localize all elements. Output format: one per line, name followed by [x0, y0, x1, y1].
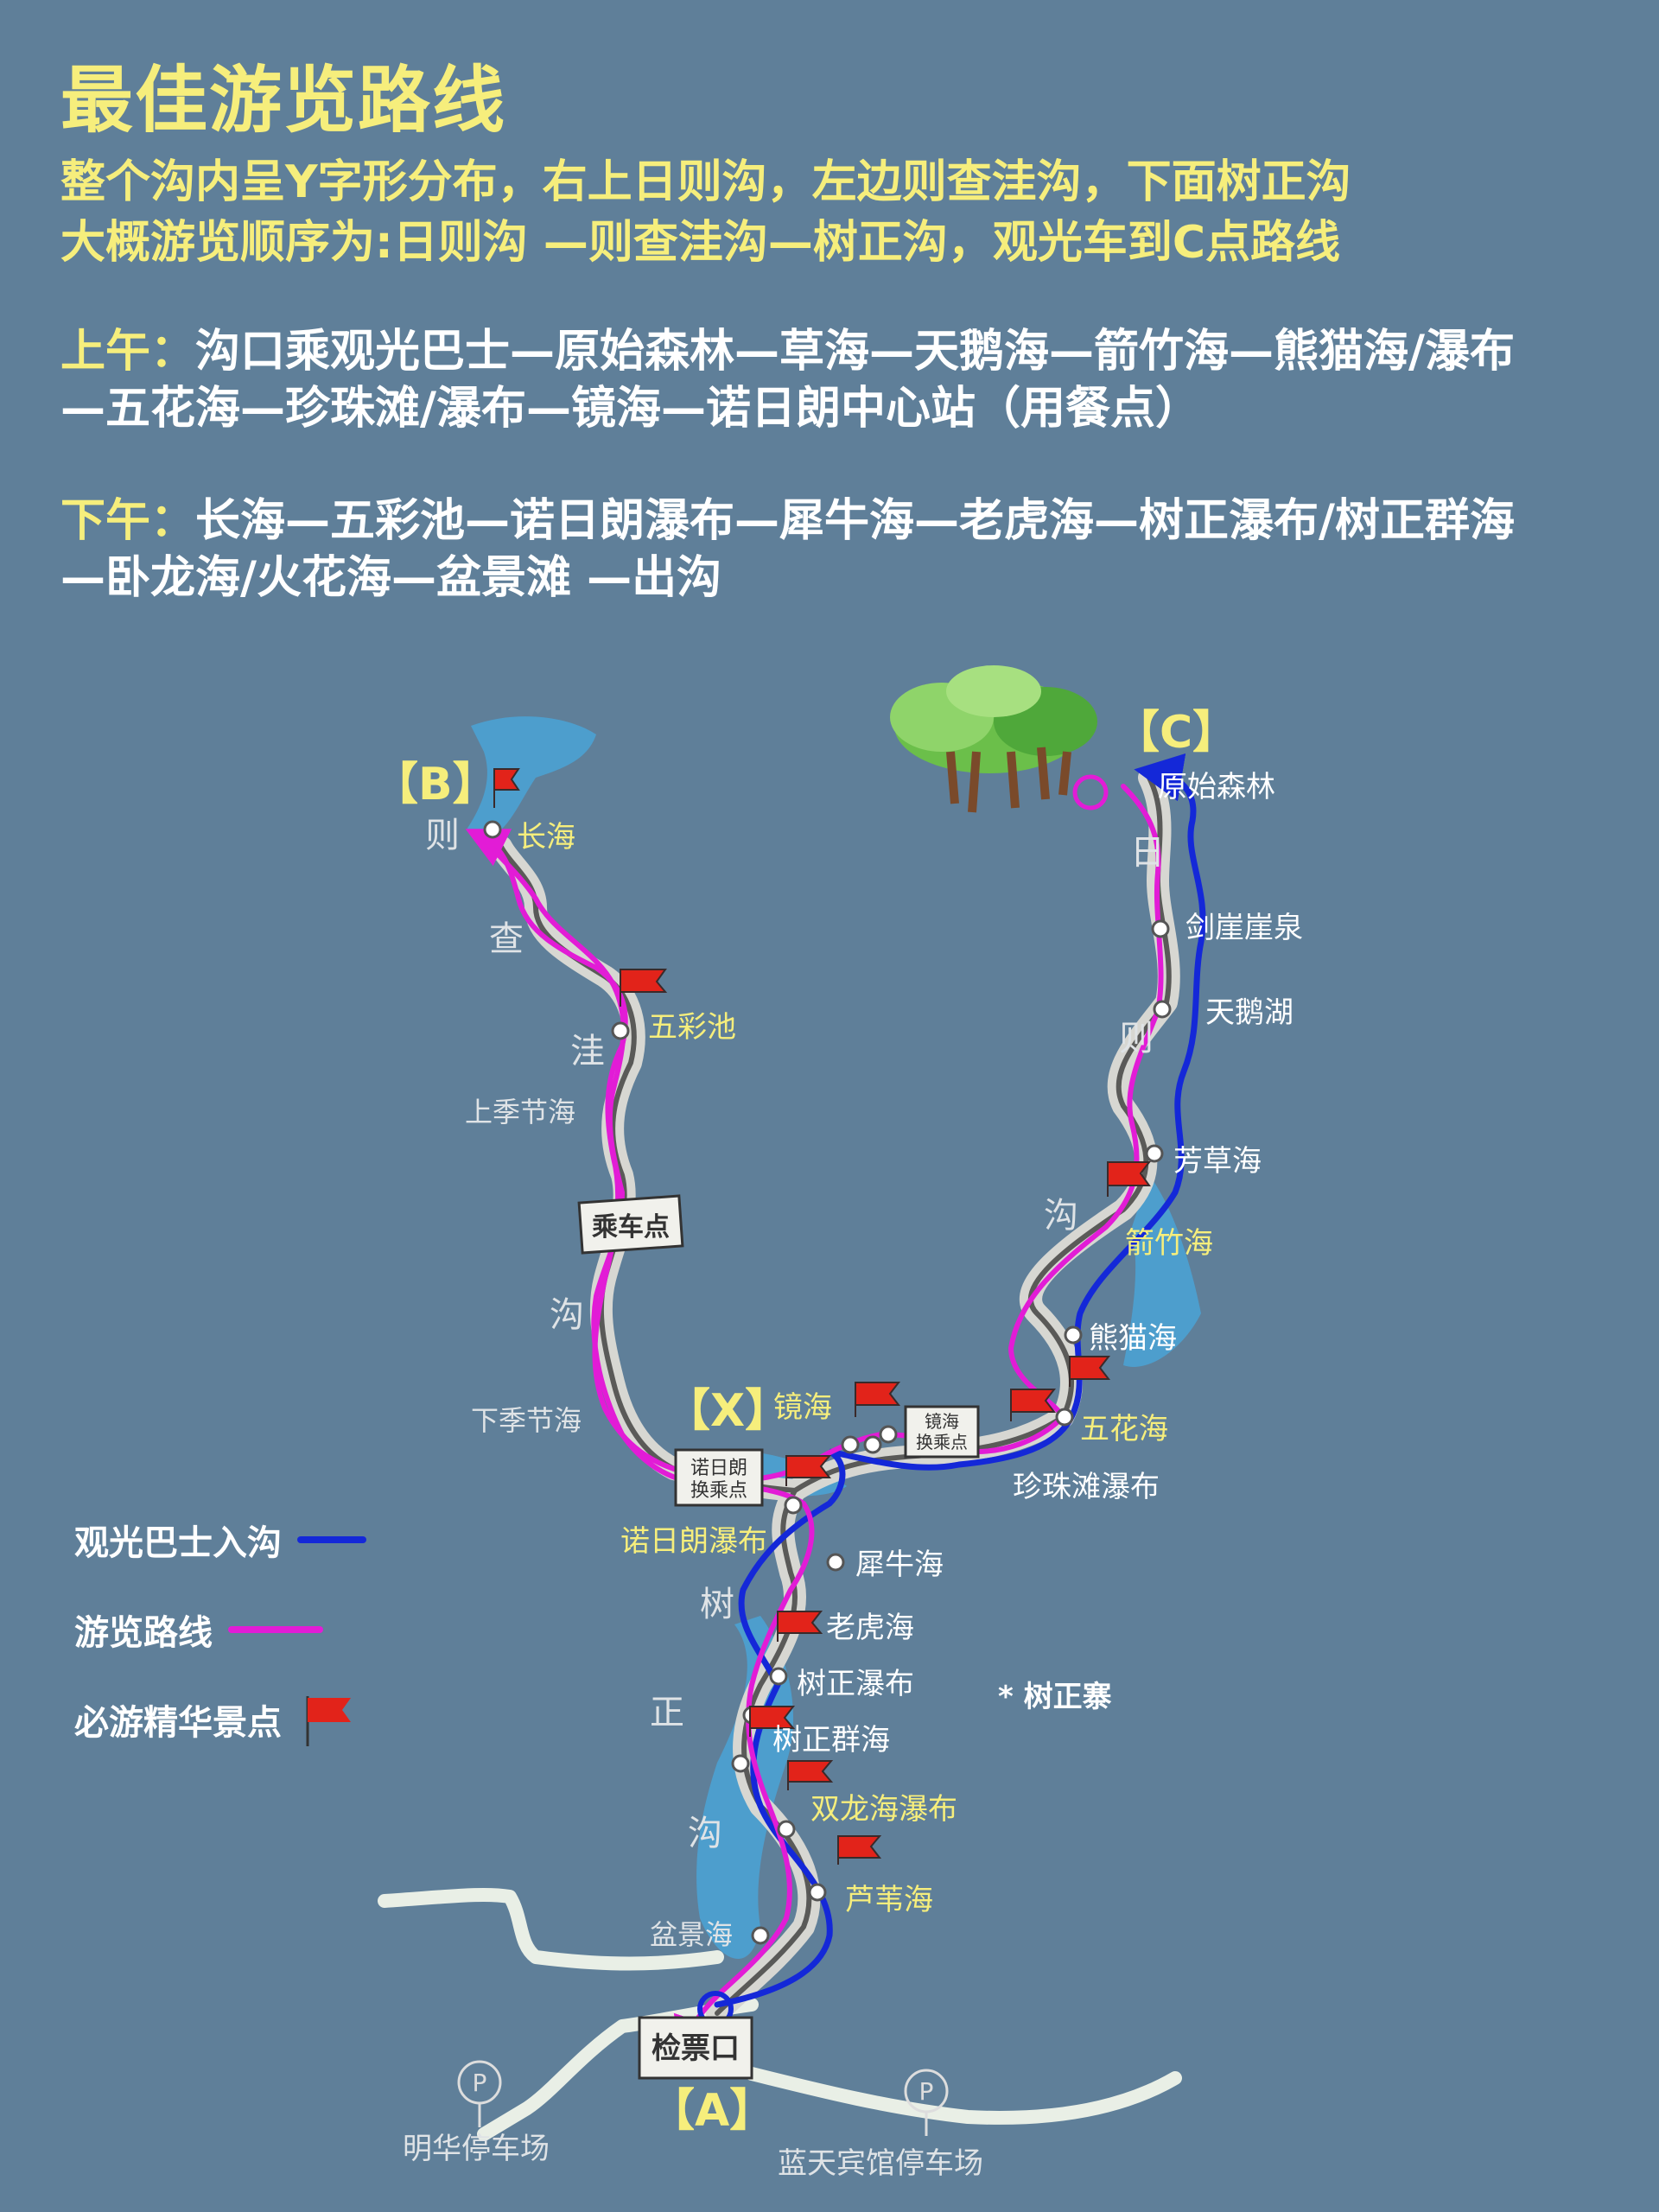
point-c-label: 【C】 [1115, 707, 1237, 759]
legend-bus-swatch [297, 1536, 366, 1543]
svg-text:洼: 洼 [570, 1032, 605, 1071]
morning-line-2: —五花海—珍珠滩/瀑布—镜海—诺日朗中心站（用餐点） [60, 383, 1200, 435]
legend-highlight: 必游精华景点 [74, 1675, 366, 1764]
morning-label: 上午： [60, 326, 196, 378]
valley-characters: 则 查 洼 沟 日 则 沟 树 正 沟 [425, 816, 1165, 1853]
svg-text:盆景海: 盆景海 [650, 1918, 733, 1951]
svg-text:芦苇海: 芦苇海 [845, 1883, 933, 1917]
point-c-marker [1072, 774, 1109, 810]
svg-text:沟: 沟 [550, 1295, 584, 1335]
svg-text:天鹅湖: 天鹅湖 [1205, 995, 1294, 1030]
svg-text:箭竹海: 箭竹海 [1125, 1226, 1213, 1261]
tour-route-line [465, 784, 1164, 1483]
legend-route: 游览路线 [74, 1585, 366, 1675]
point-b-label: 【B】 [373, 759, 498, 810]
svg-text:镜海: 镜海 [773, 1390, 832, 1425]
page-title: 最佳游览路线 [60, 58, 507, 143]
intro-line-1: 整个沟内呈Y字形分布，右上日则沟，左边则查洼沟，下面树正沟 [60, 156, 1351, 209]
svg-text:* 树正寨: * 树正寨 [998, 1680, 1112, 1714]
map-legend: 观光巴士入沟 游览路线 必游精华景点 [74, 1495, 366, 1764]
svg-text:P: P [919, 2077, 934, 2106]
afternoon-line-1: 长海—五彩池—诺日朗瀑布—犀牛海—老虎海—树正瀑布/树正群海 [195, 495, 1516, 548]
svg-text:正: 正 [650, 1693, 684, 1732]
afternoon-schedule: 下午：长海—五彩池—诺日朗瀑布—犀牛海—老虎海—树正瀑布/树正群海 —卧龙海/火… [60, 493, 1616, 607]
morning-line-1: 沟口乘观光巴士—原始森林—草海—天鹅海—箭竹海—熊猫海/瀑布 [195, 326, 1516, 378]
morning-schedule: 上午：沟口乘观光巴士—原始森林—草海—天鹅海—箭竹海—熊猫海/瀑布 —五花海—珍… [60, 323, 1616, 437]
svg-text:双龙海瀑布: 双龙海瀑布 [810, 1792, 957, 1827]
svg-text:五彩池: 五彩池 [648, 1010, 736, 1045]
svg-text:查: 查 [489, 919, 524, 959]
svg-text:下季节海: 下季节海 [471, 1404, 582, 1437]
forest-illustration [890, 665, 1097, 813]
board-ticket: 检票口 [638, 2016, 753, 2080]
intro-text: 整个沟内呈Y字形分布，右上日则沟，左边则查洼沟，下面树正沟 大概游览顺序为:日则… [60, 152, 1616, 273]
board-checheng-label: 乘车点 [592, 1212, 670, 1243]
legend-route-swatch [228, 1626, 323, 1633]
point-a-label: 【A】 [650, 2085, 774, 2137]
svg-text:珍珠滩瀑布: 珍珠滩瀑布 [1013, 1470, 1160, 1504]
board-nuorilang: 诺日朗 换乘点 [674, 1448, 764, 1507]
afternoon-line-2: —卧龙海/火花海—盆景滩 —出沟 [60, 552, 722, 605]
station-dots [483, 820, 1172, 1945]
svg-text:上季节海: 上季节海 [465, 1096, 575, 1128]
white-spot-labels: 原始森林 剑崖崖泉 天鹅湖 芳草海 熊猫海 珍珠滩瀑布 犀牛海 老虎海 树正瀑布… [772, 770, 1303, 1758]
svg-text:明华停车场: 明华停车场 [403, 2132, 550, 2166]
svg-text:芳草海: 芳草海 [1173, 1144, 1262, 1179]
svg-text:树: 树 [700, 1585, 734, 1624]
parking-icon-lantian: P [904, 2069, 949, 2136]
bus-route-line [714, 753, 1206, 2008]
svg-text:则: 则 [425, 816, 460, 855]
svg-text:原始森林: 原始森林 [1158, 770, 1275, 804]
board-jinghai-line1: 镜海 [925, 1411, 959, 1432]
header: 最佳游览路线 整个沟内呈Y字形分布，右上日则沟，左边则查洼沟，下面树正沟 大概游… [60, 60, 1616, 607]
svg-text:熊猫海: 熊猫海 [1089, 1321, 1177, 1356]
svg-text:五花海: 五花海 [1080, 1412, 1168, 1446]
point-labels: 【B】 【C】 【X】 【A】 [373, 707, 1237, 2137]
svg-text:树正瀑布: 树正瀑布 [797, 1667, 914, 1701]
gray-spot-labels: 上季节海 下季节海 盆景海 明华停车场 蓝天宾馆停车场 [403, 1096, 983, 2181]
afternoon-label: 下午： [60, 495, 196, 548]
svg-text:犀牛海: 犀牛海 [855, 1548, 944, 1582]
point-x-label: 【X】 [665, 1385, 790, 1437]
highlight-flags [493, 768, 1152, 1865]
svg-text:沟: 沟 [688, 1814, 722, 1853]
svg-text:剑崖崖泉: 剑崖崖泉 [1185, 911, 1303, 945]
legend-bus: 观光巴士入沟 [74, 1495, 366, 1585]
parking-icon-minghua: P [457, 2060, 502, 2127]
board-jinghai-line2: 换乘点 [916, 1432, 968, 1452]
svg-text:老虎海: 老虎海 [826, 1611, 914, 1645]
legend-highlight-label: 必游精华景点 [74, 1703, 282, 1743]
board-nuorilang-line1: 诺日朗 [690, 1458, 747, 1479]
intro-line-2: 大概游览顺序为:日则沟 —则查洼沟—树正沟，观光车到C点路线 [60, 217, 1341, 270]
svg-text:则: 则 [1119, 1019, 1154, 1058]
svg-text:树正群海: 树正群海 [772, 1723, 890, 1758]
board-checheng: 乘车点 [577, 1194, 684, 1255]
svg-text:沟: 沟 [1044, 1196, 1078, 1236]
yellow-spot-labels: 长海 五彩池 箭竹海 五花海 镜海 诺日朗瀑布 双龙海瀑布 芦苇海 [517, 820, 1213, 1917]
svg-text:P: P [473, 2069, 487, 2097]
board-jinghai: 镜海 换乘点 [904, 1405, 980, 1459]
svg-text:诺日朗瀑布: 诺日朗瀑布 [620, 1524, 767, 1559]
legend-route-label: 游览路线 [74, 1613, 213, 1653]
svg-text:长海: 长海 [517, 820, 575, 855]
svg-text:蓝天宾馆停车场: 蓝天宾馆停车场 [778, 2146, 983, 2181]
scenic-map: 乘车点 诺日朗 换乘点 镜海 换乘点 检票口 P P 【B】 【C】 【X】 【… [373, 665, 1303, 2181]
flag-icon [306, 1696, 351, 1746]
legend-bus-label: 观光巴士入沟 [74, 1523, 282, 1563]
board-nuorilang-line2: 换乘点 [690, 1480, 747, 1502]
board-ticket-label: 检票口 [652, 2031, 740, 2066]
svg-text:日: 日 [1130, 833, 1165, 873]
